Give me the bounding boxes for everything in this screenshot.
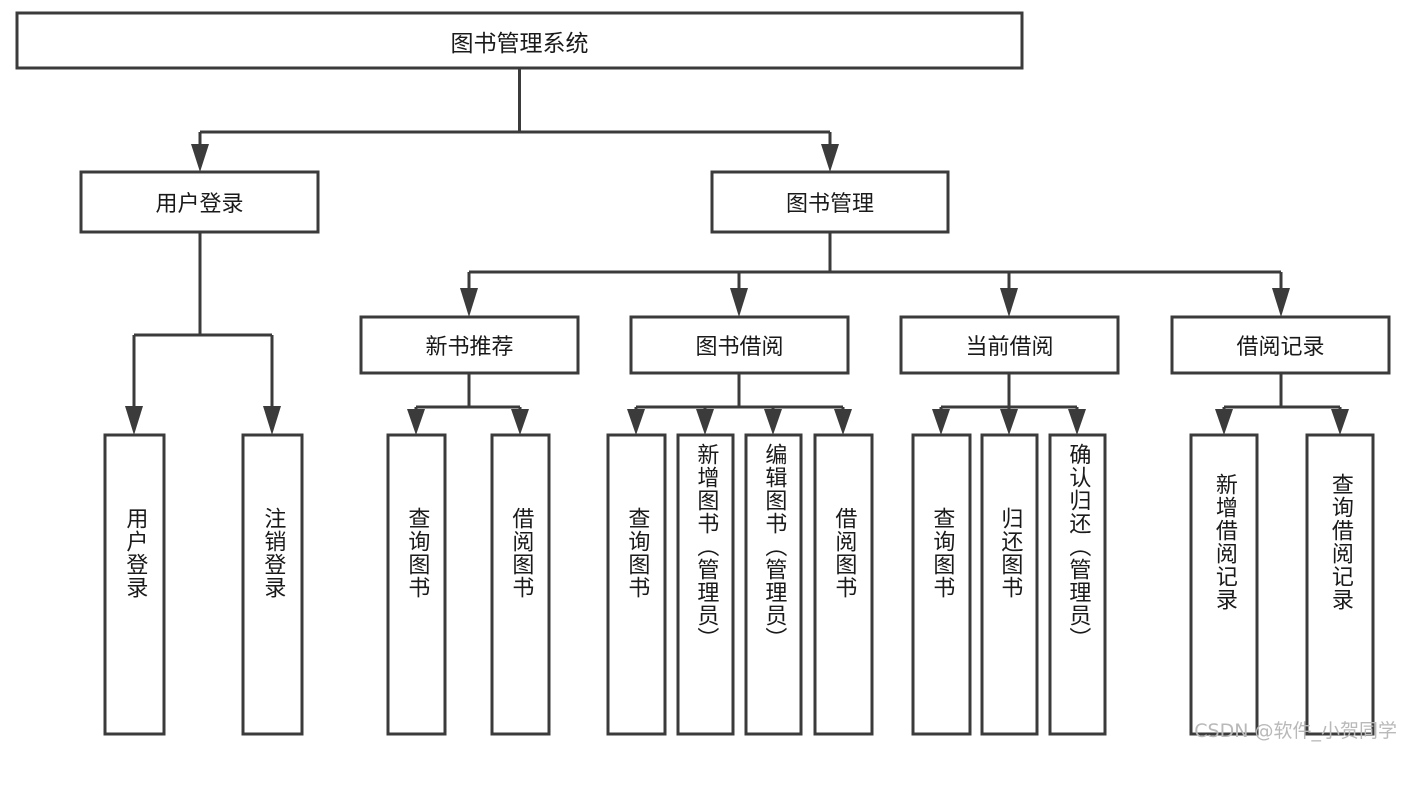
arrow-to-leaf-return-book	[1000, 409, 1018, 435]
arrow-to-leaf-query-book-2	[627, 409, 645, 435]
arrow-to-new-book-recommend	[460, 288, 478, 317]
connector-new-book-recommend-to-leaves	[407, 373, 529, 435]
arrow-to-leaf-add-book	[696, 409, 714, 435]
arrow-to-leaf-query-book-1	[407, 409, 425, 435]
node-box-root[interactable]	[15, 11, 1024, 70]
arrow-to-leaf-confirm-return	[1068, 409, 1086, 435]
arrow-to-leaf-user-login	[125, 406, 143, 435]
connector-root-to-level2	[191, 68, 839, 172]
functional-structure-diagram: 图书管理系统 用户登录 图书管理 新书推荐 图书借阅 当前借阅 借阅记录 用户登…	[15, 11, 1397, 742]
node-box-book-manage[interactable]	[710, 170, 950, 234]
arrow-to-user-login	[191, 144, 209, 172]
node-box-leaf-query-book-2[interactable]	[606, 433, 667, 736]
arrow-to-borrow-record	[1272, 288, 1290, 317]
arrow-to-leaf-edit-book	[764, 409, 782, 435]
arrow-to-leaf-user-logout	[263, 406, 281, 435]
node-box-book-borrow[interactable]	[629, 315, 850, 375]
arrow-to-book-borrow	[730, 288, 748, 317]
node-box-leaf-add-record[interactable]	[1189, 433, 1259, 736]
node-box-leaf-user-login[interactable]	[103, 433, 166, 736]
node-box-leaf-query-record[interactable]	[1305, 433, 1375, 736]
node-box-leaf-query-book-1[interactable]	[386, 433, 447, 736]
node-box-leaf-borrow-book-1[interactable]	[490, 433, 551, 736]
arrow-to-leaf-add-record	[1215, 409, 1233, 435]
node-box-leaf-return-book[interactable]	[980, 433, 1039, 736]
node-box-leaf-borrow-book-2[interactable]	[813, 433, 874, 736]
connector-borrow-record-to-leaves	[1215, 373, 1349, 435]
connector-book-manage-to-level3	[460, 232, 1290, 317]
node-box-borrow-record[interactable]	[1170, 315, 1391, 375]
node-box-new-book-recommend[interactable]	[359, 315, 580, 375]
arrow-to-leaf-query-record	[1331, 409, 1349, 435]
connector-user-login-to-leaves	[125, 232, 281, 435]
arrow-to-book-manage	[821, 144, 839, 172]
node-box-leaf-user-logout[interactable]	[241, 433, 304, 736]
node-box-user-login[interactable]	[79, 170, 320, 234]
node-box-leaf-edit-book[interactable]	[744, 433, 803, 736]
diagram-canvas	[15, 11, 1391, 736]
node-box-current-borrow[interactable]	[899, 315, 1120, 375]
node-box-leaf-add-book[interactable]	[676, 433, 735, 736]
node-box-leaf-query-book-3[interactable]	[911, 433, 972, 736]
arrow-to-leaf-query-book-3	[932, 409, 950, 435]
arrow-to-leaf-borrow-book-1	[511, 409, 529, 435]
node-box-leaf-confirm-return[interactable]	[1048, 433, 1107, 736]
connector-current-borrow-to-leaves	[932, 373, 1086, 435]
connector-book-borrow-to-leaves	[627, 373, 852, 435]
arrow-to-current-borrow	[1000, 288, 1018, 317]
arrow-to-leaf-borrow-book-2	[834, 409, 852, 435]
